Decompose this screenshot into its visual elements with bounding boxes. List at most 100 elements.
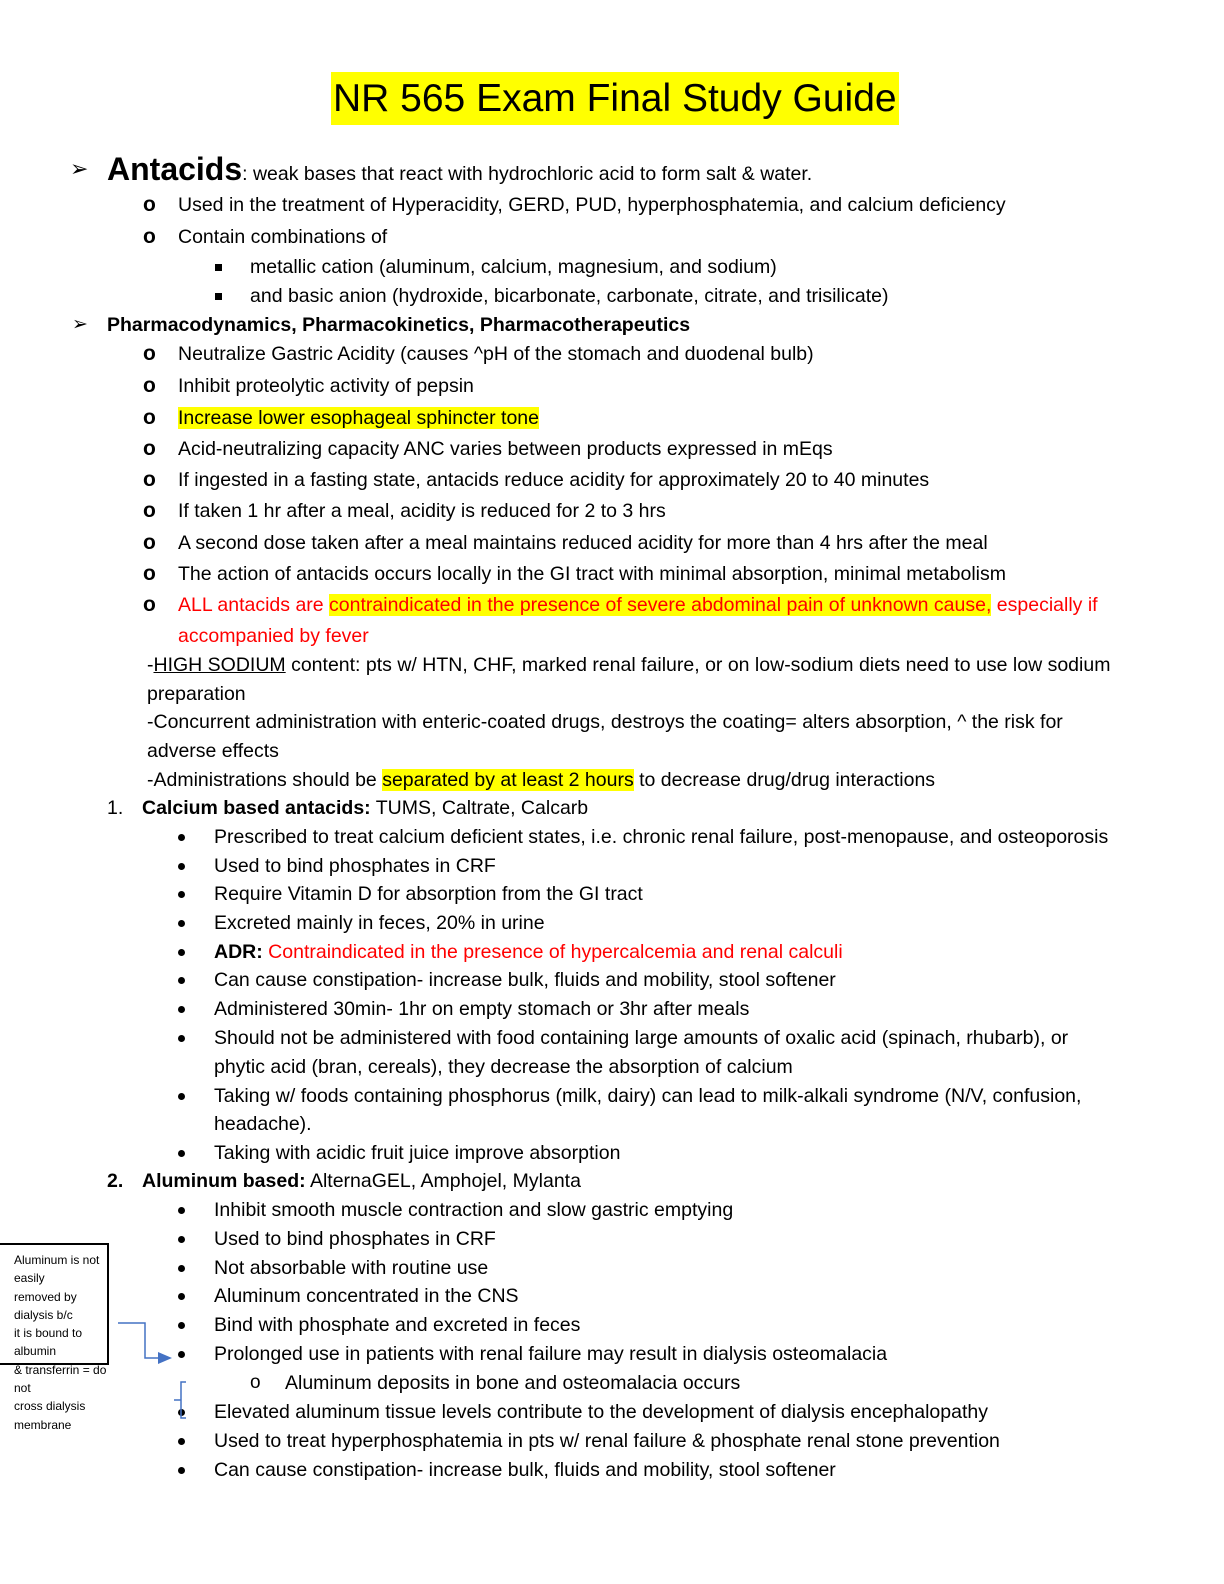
text: -Administrations should be <box>147 769 383 791</box>
circle-bullet-icon: o <box>143 374 156 397</box>
bullet-icon <box>178 1006 185 1013</box>
text: Contraindicated in the presence of hyper… <box>262 941 843 963</box>
number-marker: 2. <box>107 1170 124 1192</box>
list-item: Aluminum concentrated in the CNS <box>214 1285 519 1307</box>
text: ALL antacids are <box>178 594 330 616</box>
comment-callout: Aluminum is not easily removed by dialys… <box>0 1243 109 1432</box>
circle-bullet-icon: o <box>250 1372 261 1393</box>
bullet-icon <box>178 863 185 870</box>
list-item: Neutralize Gastric Acidity (causes ^pH o… <box>178 343 814 365</box>
callout-line: & transferrin = do not <box>14 1362 107 1396</box>
list-item: Bind with phosphate and excreted in fece… <box>214 1314 581 1336</box>
bullet-icon <box>178 1207 185 1214</box>
bullet-icon <box>178 977 185 984</box>
underlined: HIGH SODIUM <box>153 654 286 676</box>
bullet-icon <box>178 891 185 898</box>
circle-bullet-icon: o <box>143 342 156 365</box>
paragraph-cont: preparation <box>147 683 246 705</box>
list-item: Can cause constipation- increase bulk, f… <box>214 1459 836 1481</box>
adr-item: ADR: Contraindicated in the presence of … <box>214 939 843 965</box>
list-item: A second dose taken after a meal maintai… <box>178 532 988 554</box>
list-item: The action of antacids occurs locally in… <box>178 563 1006 585</box>
arrowhead-icon <box>158 1352 172 1364</box>
bracket-icon <box>174 1381 186 1419</box>
list-item: Administered 30min- 1hr on empty stomach… <box>214 998 750 1020</box>
list-item: Should not be administered with food con… <box>214 1027 1069 1049</box>
bullet-icon <box>178 834 185 841</box>
text: to decrease drug/drug interactions <box>633 769 936 791</box>
circle-bullet-icon: o <box>143 406 156 429</box>
label: ADR: <box>214 941 263 963</box>
paragraph-sodium: -HIGH SODIUM content: pts w/ HTN, CHF, m… <box>147 652 1110 678</box>
list-item: and basic anion (hydroxide, bicarbonate,… <box>250 285 889 307</box>
circle-bullet-icon: o <box>143 468 156 491</box>
paragraph-enteric: -Concurrent administration with enteric-… <box>147 711 1063 733</box>
brands: AlternaGEL, Amphojel, Mylanta <box>305 1170 581 1192</box>
callout-line: membrane <box>14 1417 72 1432</box>
bullet-icon <box>178 1351 185 1358</box>
list-item: Aluminum deposits in bone and osteomalac… <box>285 1372 741 1394</box>
circle-bullet-icon: o <box>143 225 156 248</box>
subsection-heading: Calcium based antacids: TUMS, Caltrate, … <box>142 795 588 821</box>
list-item: Excreted mainly in feces, 20% in urine <box>214 912 545 934</box>
section-heading: Antacids <box>107 151 243 187</box>
list-item: Used to treat hyperphosphatemia in pts w… <box>214 1430 1000 1452</box>
list-item: Require Vitamin D for absorption from th… <box>214 883 643 905</box>
list-item-cont: phytic acid (bran, cereals), they decrea… <box>214 1056 793 1078</box>
number-marker: 1. <box>107 797 124 819</box>
list-item: Inhibit smooth muscle contraction and sl… <box>214 1199 734 1221</box>
list-item: metallic cation (aluminum, calcium, magn… <box>250 256 777 278</box>
list-item-cont: headache). <box>214 1113 312 1135</box>
antacids-heading-line: Antacids: weak bases that react with hyd… <box>107 152 812 186</box>
connector-arrow-line <box>118 1322 160 1359</box>
contraindication-item: ALL antacids are contraindicated in the … <box>178 592 1098 618</box>
circle-bullet-icon: o <box>143 193 156 216</box>
circle-bullet-icon: o <box>143 499 156 522</box>
callout-line: cross dialysis <box>14 1399 86 1414</box>
bullet-icon <box>178 1150 185 1157</box>
bullet-icon <box>178 1236 185 1243</box>
list-item: Inhibit proteolytic activity of pepsin <box>178 375 474 397</box>
bullet-icon <box>178 1467 185 1474</box>
text: content: pts w/ HTN, CHF, marked renal f… <box>285 654 1111 676</box>
text: - <box>147 654 154 676</box>
callout-line: it is bound to albumin <box>14 1326 83 1359</box>
list-item: Acid-neutralizing capacity ANC varies be… <box>178 438 833 460</box>
highlighted-list-item: Increase lower esophageal sphincter tone <box>178 407 539 429</box>
circle-bullet-icon: o <box>143 437 156 460</box>
bullet-icon <box>178 949 185 956</box>
highlight: contraindicated in the presence of sever… <box>329 594 992 616</box>
list-item: Used in the treatment of Hyperacidity, G… <box>178 194 1006 216</box>
page-title: NR 565 Exam Final Study Guide <box>331 72 899 125</box>
bullet-icon <box>178 1438 185 1445</box>
contraindication-cont: accompanied by fever <box>178 625 369 647</box>
list-item: If ingested in a fasting state, antacids… <box>178 469 930 491</box>
list-item: Contain combinations of <box>178 226 388 248</box>
label: Aluminum based: <box>142 1170 306 1192</box>
list-item: Used to bind phosphates in CRF <box>214 855 496 877</box>
subsection-heading: Aluminum based: AlternaGEL, Amphojel, My… <box>142 1168 581 1194</box>
list-item: Prescribed to treat calcium deficient st… <box>214 826 1109 848</box>
list-item: Taking with acidic fruit juice improve a… <box>214 1142 621 1164</box>
list-item: Prolonged use in patients with renal fai… <box>214 1343 888 1365</box>
circle-bullet-icon: o <box>143 593 156 616</box>
list-item: Used to bind phosphates in CRF <box>214 1228 496 1250</box>
callout-line: Aluminum is not easily <box>14 1253 100 1286</box>
list-item: Not absorbable with routine use <box>214 1257 489 1279</box>
bullet-icon <box>178 1035 185 1042</box>
circle-bullet-icon: o <box>143 531 156 554</box>
square-bullet-icon <box>215 264 222 271</box>
bullet-icon <box>178 1322 185 1329</box>
bullet-icon <box>178 920 185 927</box>
bullet-icon <box>178 1265 185 1272</box>
text: especially if <box>991 594 1098 616</box>
list-item: Elevated aluminum tissue levels contribu… <box>214 1401 988 1423</box>
square-bullet-icon <box>215 293 222 300</box>
brands: TUMS, Caltrate, Calcarb <box>370 797 589 819</box>
arrow-bullet-icon: ➢ <box>72 314 88 335</box>
section-heading: Pharmacodynamics, Pharmacokinetics, Phar… <box>107 314 691 336</box>
list-item: Can cause constipation- increase bulk, f… <box>214 969 836 991</box>
arrow-bullet-icon: ➢ <box>70 156 89 181</box>
